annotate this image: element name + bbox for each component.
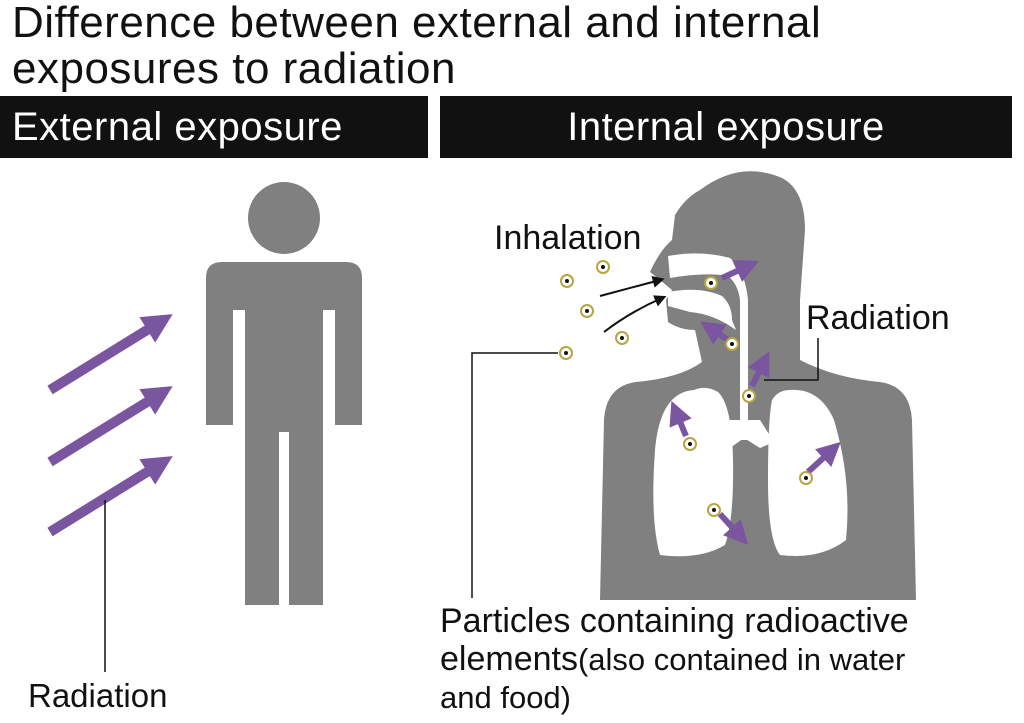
particles-note: (also contained in water [577,642,906,677]
particles-line-2: elements(also contained in water [440,640,1024,679]
radiation-external-label: Radiation [28,677,168,714]
internal-radiation-arrows [669,260,841,545]
particle-icon [799,471,813,485]
external-exposure-header: External exposure [0,96,428,158]
external-radiation-arrows [47,314,173,537]
airway-and-lungs [653,253,848,557]
internal-exposure-header: Internal exposure [440,96,1012,158]
particles-label: Particles containing radioactive element… [440,602,1024,717]
particles-main-text: Particles containing radioactive [440,602,909,640]
page-title: Difference between external and internal… [12,0,1012,92]
particle-icon [707,503,721,517]
particle-icon [704,276,718,290]
title-line-1: Difference between external and internal [12,0,822,47]
particle-icon [560,274,574,288]
particles-leader-line [471,352,558,598]
particle-icon [725,337,739,351]
radioactive-particles [559,260,813,517]
particle-icon [559,346,573,360]
radiation-internal-label: Radiation [806,299,950,337]
particle-icon [580,304,594,318]
particles-note-2: and food) [440,680,571,715]
particle-icon [596,260,610,274]
particle-icon [683,437,697,451]
title-line-2: exposures to radiation [12,44,456,93]
particle-icon [742,389,756,403]
particles-main-text-2: elements [440,640,578,678]
particle-icon [615,331,629,345]
torso-silhouette [600,171,916,600]
person-figure-icon [206,182,362,605]
inhalation-arrows [599,276,667,333]
radiation-internal-leader-line [764,338,819,381]
inhalation-label: Inhalation [494,219,642,257]
